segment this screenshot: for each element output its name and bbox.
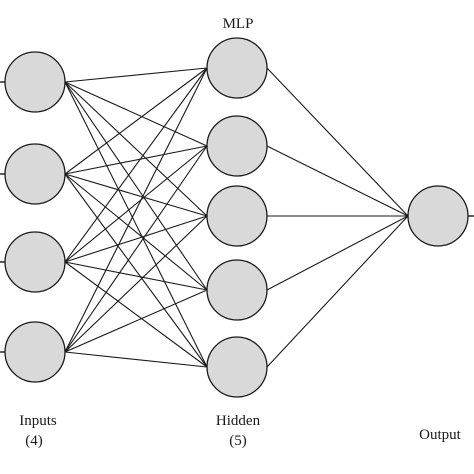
edge-inputs-1-to-hidden-2 [64, 81, 208, 147]
edge-inputs-4-to-hidden-2 [64, 145, 208, 353]
edge-inputs-3-to-hidden-2 [64, 145, 208, 263]
edge-hidden-2-to-output-1 [266, 145, 409, 217]
edge-inputs-1-to-hidden-1 [64, 67, 208, 83]
inputs-layer-count: (4) [25, 433, 43, 449]
inputs-layer-label: Inputs [19, 413, 57, 429]
edge-inputs-3-to-hidden-1 [64, 67, 208, 263]
edge-inputs-2-to-hidden-2 [64, 145, 208, 175]
diagram-title: MLP [222, 16, 254, 32]
edge-inputs-4-to-hidden-5 [64, 351, 208, 368]
hidden-node-3 [206, 185, 268, 247]
output-node-1 [407, 185, 469, 247]
inputs-node-2 [4, 143, 66, 205]
hidden-node-4 [206, 259, 268, 321]
hidden-node-5 [206, 336, 268, 398]
hidden-layer-label: Hidden [215, 413, 261, 429]
edge-hidden-4-to-output-1 [266, 215, 409, 291]
edge-inputs-3-to-hidden-4 [64, 261, 208, 291]
hidden-layer-count: (5) [229, 433, 247, 449]
hidden-node-1 [206, 37, 268, 99]
edge-inputs-2-to-hidden-3 [64, 173, 208, 217]
edge-inputs-1-to-hidden-3 [64, 81, 208, 217]
edge-inputs-3-to-hidden-5 [64, 261, 208, 368]
edge-inputs-2-to-hidden-4 [64, 173, 208, 291]
edge-inputs-4-to-hidden-3 [64, 215, 208, 353]
edge-inputs-2-to-hidden-5 [64, 173, 208, 368]
inputs-node-3 [4, 231, 66, 293]
edge-hidden-5-to-output-1 [266, 215, 409, 368]
edge-hidden-1-to-output-1 [266, 67, 409, 217]
hidden-node-2 [206, 115, 268, 177]
inputs-node-1 [4, 51, 66, 113]
edge-inputs-4-to-hidden-4 [64, 289, 208, 353]
output-layer-label: Output [419, 427, 461, 443]
edge-inputs-2-to-hidden-1 [64, 67, 208, 175]
edge-inputs-1-to-hidden-4 [64, 81, 208, 291]
edge-inputs-3-to-hidden-3 [64, 215, 208, 263]
io-stubs [0, 81, 474, 353]
edge-inputs-4-to-hidden-1 [64, 67, 208, 353]
connection-edges [64, 67, 409, 368]
network-nodes [4, 37, 469, 398]
inputs-node-4 [4, 321, 66, 383]
edge-inputs-1-to-hidden-5 [64, 81, 208, 368]
